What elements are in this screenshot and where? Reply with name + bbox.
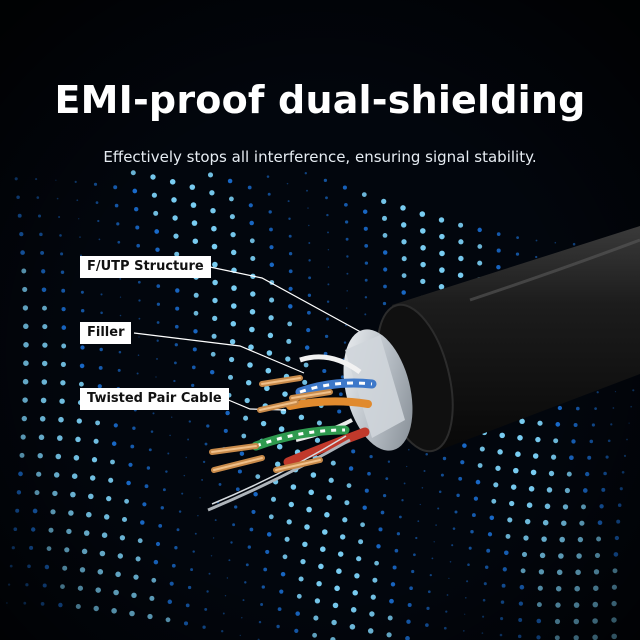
callout-twisted-pair-cable: Twisted Pair Cable [80,388,229,410]
twisted-pairs [207,378,377,512]
leader-line-filler [133,332,305,374]
callout-f-utp-structure: F/UTP Structure [80,256,211,278]
leader-line-f-utp [209,266,369,337]
callout-filler: Filler [80,322,132,344]
pair-orange [286,397,372,410]
subheadline: Effectively stops all interference, ensu… [103,148,537,166]
drain-wire [207,438,351,512]
copper-wire-tips [209,375,333,473]
headline: EMI-proof dual-shielding [54,78,586,122]
